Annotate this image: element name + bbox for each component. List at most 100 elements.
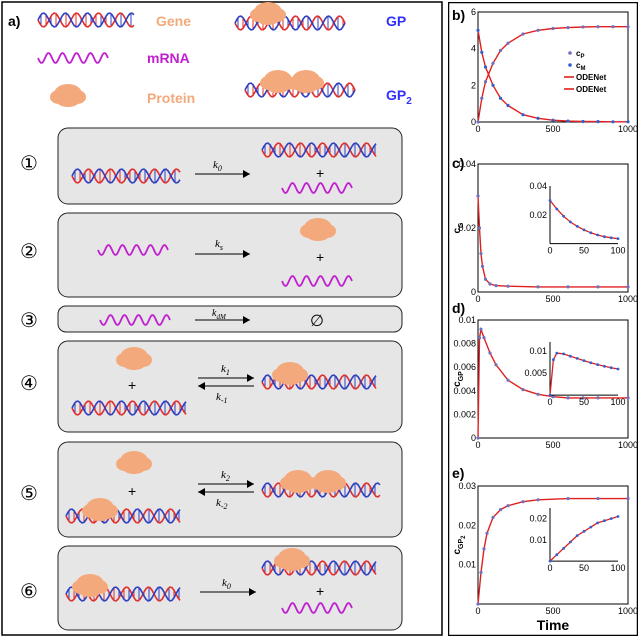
legend-protein-label: Protein [147,90,195,106]
inset-y-tick-label: 0.04 [529,181,547,191]
inset-data-point [603,519,606,523]
data-point-cG [476,194,480,198]
legend-entry: cM [576,61,585,72]
reaction-6-rate: k0 [222,577,231,591]
arrowhead-icon [198,488,205,496]
data-point-cGP2 [479,570,483,575]
legend-mrna: mRNA [37,50,190,66]
mrna-strand [281,182,353,194]
reaction-1-mrna [281,182,353,194]
y-tick-label: 0 [471,117,476,127]
data-point-cM [480,50,484,54]
y-tick-label: 0.006 [453,362,476,372]
inset-y-tick-label: 0.005 [524,368,547,378]
arrowhead-icon [243,316,250,324]
legend-gene-label: Gene [156,13,191,29]
reaction-5-plus: + [128,483,136,499]
data-point-cGP [479,327,483,331]
legend-marker [568,51,572,55]
inset-data-point [609,517,613,520]
y-tick-label: 6 [471,7,476,17]
y-tick-label: 4 [471,44,476,54]
reaction-4-rate-forward: k1 [221,363,230,377]
inset-data-point [582,228,586,232]
panel-label: c) [452,155,464,171]
data-point-cP [581,25,585,29]
gene-dna-icon [37,12,135,28]
data-point-cGP [488,351,492,355]
reaction-3-mrna [99,314,171,326]
y-tick-label: 0.03 [458,481,476,491]
y-axis-label: cGP [452,371,465,387]
data-point-cGP2 [491,515,495,520]
legend-marker [568,63,572,67]
dna-strand [37,12,135,28]
data-point-cM [483,65,488,69]
inset-y-tick-label: 0.02 [529,210,547,220]
legend-entry: ODENet [576,73,607,82]
panel-a-canvas: a) Gene mRNA Protein GP GP2 ① k0 + ② [1,1,443,636]
data-point-cM [596,120,600,124]
arrowhead-icon [247,374,254,382]
inset-data-point [582,359,586,362]
data-point-cM [491,83,495,87]
y-tick-label: 0.04 [458,159,476,169]
data-point-cP [566,26,570,30]
data-point-cM [611,120,615,124]
inset-x-tick-label: 50 [579,397,589,407]
data-point-cGP2 [498,508,503,512]
data-point-cP [521,32,525,36]
data-point-cGP2 [482,547,486,551]
inset-data-point [616,237,620,241]
inset-x-tick-label: 100 [610,397,625,407]
reaction-6: ⑥ k0 + [20,545,403,631]
reaction-3-empty-set: ∅ [310,313,324,330]
inset-data-point [548,393,552,397]
y-tick-label: 0 [471,287,476,297]
inset-data-point [596,521,599,525]
plot-area [477,11,629,123]
inset-data-point [555,351,559,355]
inset-data-point [582,530,586,533]
data-point-cG [480,264,485,268]
reaction-2-box [57,212,403,298]
series-line-cM [477,30,628,123]
y-tick-label: 0.004 [453,386,476,396]
inset-data-point [552,358,555,362]
inset-series-line [549,199,619,240]
data-point-cGP2 [521,500,525,504]
data-point-cG [626,285,630,289]
panel-label: e) [452,465,464,481]
inset-x-tick-label: 100 [610,563,625,573]
reaction-4-rate-reverse: k-1 [216,391,228,405]
data-point-cGP [596,396,600,400]
data-point-cGP [482,336,486,340]
data-point-cGP [506,378,510,382]
inset-data-point [548,559,552,563]
x-tick-label: 1000 [618,440,638,450]
inset-data-point [569,220,572,224]
inset-data-point [589,361,593,365]
mrna-strand [281,602,353,614]
data-point-cGP2 [485,531,489,535]
reaction-1-gene [71,168,181,184]
inset-x-tick-label: 50 [579,563,589,573]
arrowhead-icon [198,382,205,390]
data-point-cG [483,277,488,281]
data-point-cM [626,120,630,124]
legend-gp2-label: GP2 [386,87,412,107]
reaction-1-number: ① [20,153,38,175]
data-point-cGP2 [626,497,630,501]
inset-data-point [562,214,565,218]
inset-x-tick-label: 100 [610,246,625,256]
panel-label: d) [452,300,465,316]
reaction-5-rate-reverse: k-2 [216,497,228,511]
data-point-cP [551,26,555,31]
reaction-1-box [57,127,403,205]
mrna-strand [281,275,353,287]
data-point-cP [476,120,480,124]
inset-series-line [549,515,619,562]
